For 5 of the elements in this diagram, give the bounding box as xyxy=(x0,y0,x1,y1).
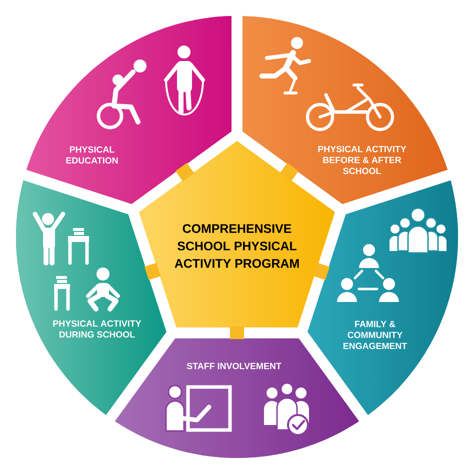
connector-tab xyxy=(175,162,194,182)
connector-tab xyxy=(230,326,244,340)
connector-tab xyxy=(313,262,330,280)
connector-tab xyxy=(144,262,161,280)
connector-tab xyxy=(280,162,299,182)
